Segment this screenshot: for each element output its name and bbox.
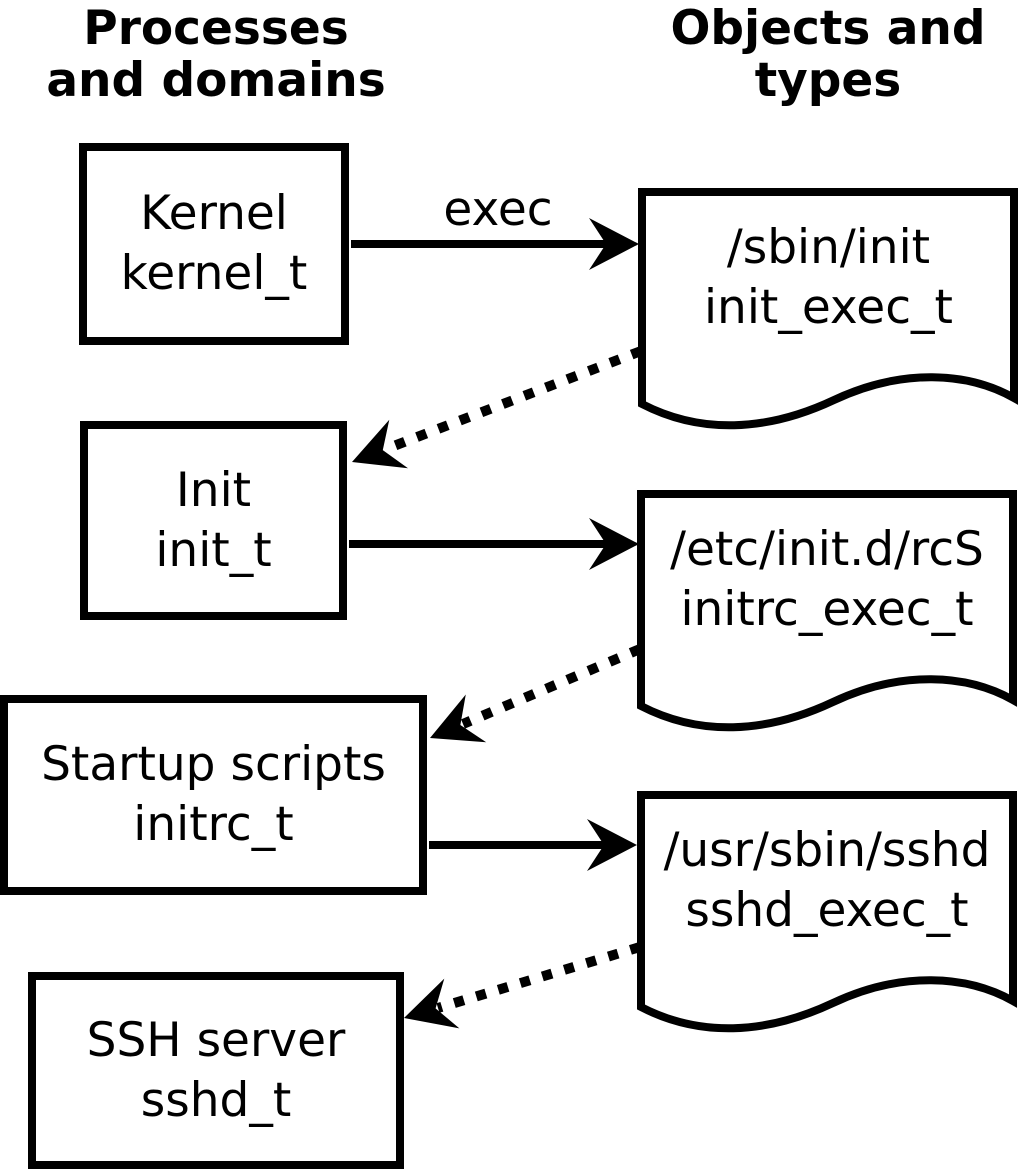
document-shape-sbin-init: [638, 188, 1018, 430]
document-shape-etc-initd-rcs: [637, 490, 1017, 732]
process-box-ssh-server: SSH server sshd_t: [28, 972, 404, 1169]
object-doc-label-usr-sbin-sshd: /usr/sbin/sshd sshd_exec_t: [641, 821, 1013, 941]
object-doc-label-sbin-init: /sbin/init init_exec_t: [643, 218, 1014, 338]
process-name: Init: [175, 462, 252, 518]
heading-line: Objects and: [670, 1, 986, 56]
process-box-init: Init init_t: [80, 421, 347, 620]
process-domain-type: initrc_t: [133, 797, 294, 852]
process-name: Startup scripts: [41, 737, 386, 792]
column-heading-processes-and-domains: Processes and domains: [16, 3, 416, 107]
object-type: init_exec_t: [704, 280, 953, 335]
object-path: /usr/sbin/sshd: [663, 823, 991, 878]
object-type: initrc_exec_t: [680, 582, 974, 637]
exec-arrow-label: exec: [443, 182, 553, 237]
heading-line: Processes: [83, 1, 349, 56]
transition-arrow-sshd-exec-to-sshd: [396, 942, 642, 1043]
exec-arrow-initrc-to-sshd: [429, 819, 637, 871]
object-type: sshd_exec_t: [685, 883, 969, 938]
exec-arrow-init-to-rcs: [349, 518, 639, 570]
process-name: SSH server: [86, 1012, 346, 1068]
process-domain-type: kernel_t: [120, 246, 308, 301]
heading-line: types: [754, 53, 902, 108]
process-box-kernel: Kernel kernel_t: [79, 143, 349, 345]
process-domain-type: init_t: [155, 522, 272, 578]
process-name: Kernel: [140, 186, 288, 241]
object-path: /sbin/init: [726, 220, 931, 275]
transition-arrow-init-exec-to-init: [342, 346, 643, 487]
transition-arrow-initrc-exec-to-initrc: [419, 644, 642, 762]
document-shape-usr-sbin-sshd: [637, 791, 1017, 1033]
process-box-startup-scripts: Startup scripts initrc_t: [0, 695, 427, 895]
column-heading-objects-and-types: Objects and types: [628, 3, 1024, 107]
heading-line: and domains: [46, 53, 386, 108]
object-doc-label-etc-initd-rcs: /etc/init.d/rcS initrc_exec_t: [641, 520, 1013, 640]
object-path: /etc/init.d/rcS: [670, 522, 984, 577]
process-domain-type: sshd_t: [140, 1072, 292, 1128]
exec-arrow-kernel-to-sbin-init: [351, 218, 639, 270]
